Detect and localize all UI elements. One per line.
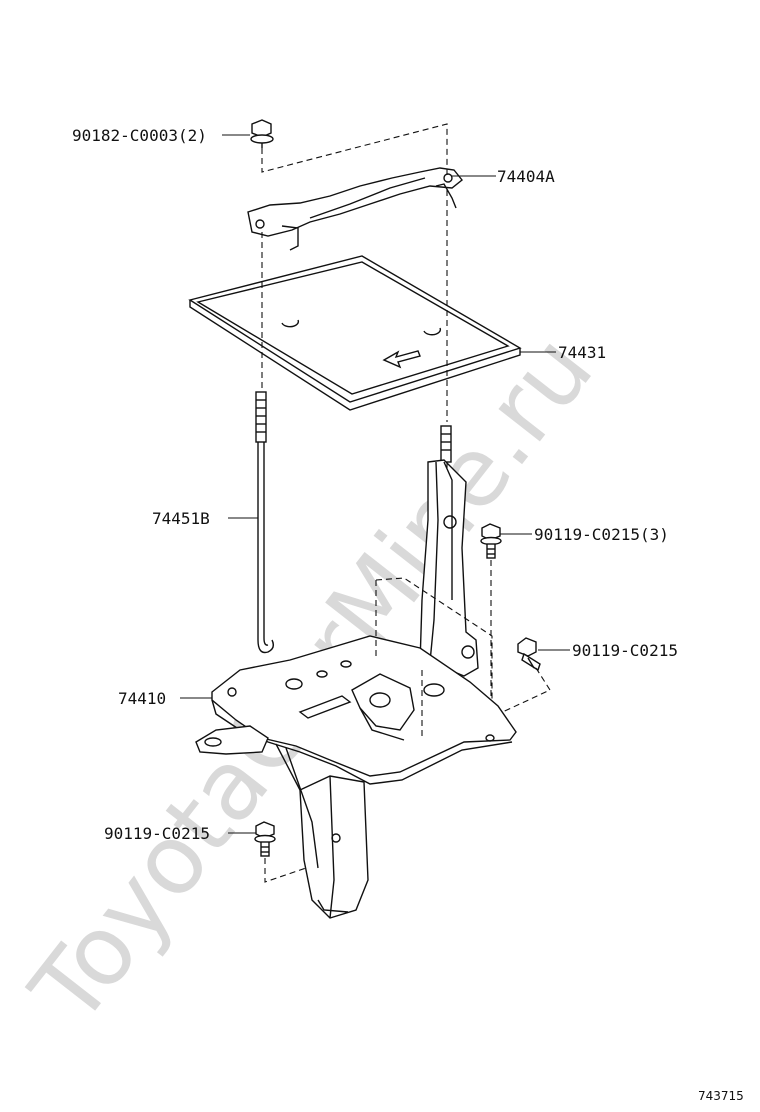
battery-clamp bbox=[247, 167, 463, 251]
label-tray: 74431 bbox=[558, 343, 606, 362]
label-clamp: 74404A bbox=[497, 167, 555, 186]
label-carrier: 74410 bbox=[118, 689, 166, 708]
bolt-right-lower-icon bbox=[517, 637, 541, 672]
battery-carrier bbox=[195, 635, 517, 919]
bolt-top-icon bbox=[250, 119, 274, 148]
label-rod: 74451B bbox=[152, 509, 210, 528]
battery-tray bbox=[188, 255, 522, 411]
bolt-bottom-icon bbox=[254, 821, 276, 857]
label-bolt-top: 90182-C0003(2) bbox=[72, 126, 207, 145]
label-bolt-right-lower: 90119-C0215 bbox=[572, 641, 678, 660]
label-bolt-right-upper: 90119-C0215(3) bbox=[534, 525, 669, 544]
label-bolt-bottom: 90119-C0215 bbox=[104, 824, 210, 843]
bolt-right-upper-icon bbox=[480, 523, 502, 559]
diagram-id: 743715 bbox=[698, 1089, 744, 1103]
vertical-bracket bbox=[419, 459, 479, 677]
hold-down-rod bbox=[255, 232, 275, 654]
